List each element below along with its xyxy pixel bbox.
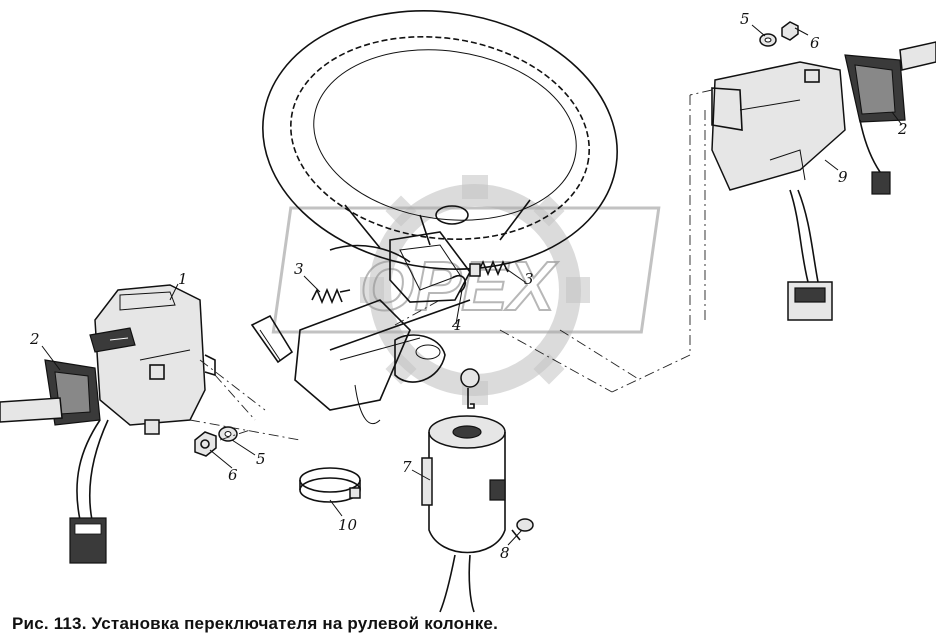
spring-right: [469, 259, 509, 277]
callout-6-right: 6: [810, 34, 820, 52]
callout-2-left: 2: [29, 330, 40, 348]
washer-left: [218, 426, 238, 442]
figure-caption: Рис. 113. Установка переключателя на рул…: [12, 614, 498, 633]
callout-3-right: 3: [524, 270, 534, 288]
steering-column: [250, 231, 471, 425]
left-lever: [0, 359, 101, 426]
callout-9: 9: [838, 168, 848, 186]
nut-right: [781, 21, 799, 41]
callout-3-left: 3: [294, 260, 304, 278]
ignition-key: [460, 368, 480, 409]
callout-8: 8: [500, 544, 510, 562]
hose-clamp: [299, 467, 361, 503]
ignition-lock: [421, 415, 506, 613]
leader-lines: [41, 24, 903, 546]
spring-left: [311, 287, 351, 305]
callout-5-left: 5: [256, 450, 266, 468]
right-lever: [844, 41, 936, 123]
callout-7: 7: [402, 458, 412, 476]
left-switch-assembly: [89, 284, 216, 435]
screw: [511, 518, 534, 541]
washer-right: [759, 33, 777, 47]
steering-wheel: [262, 10, 618, 270]
assembly-lines: [189, 89, 713, 441]
callout-2-right: 2: [897, 120, 908, 138]
callout-5-right: 5: [740, 10, 750, 28]
callout-10: 10: [338, 516, 358, 534]
callout-1: 1: [178, 270, 188, 288]
right-small-connector: [859, 119, 891, 195]
right-switch-assembly: [711, 61, 846, 191]
right-wire-harness: [787, 189, 833, 321]
left-wire-harness: [69, 419, 109, 564]
callout-6-left: 6: [228, 466, 238, 484]
callout-4: 4: [451, 316, 462, 334]
